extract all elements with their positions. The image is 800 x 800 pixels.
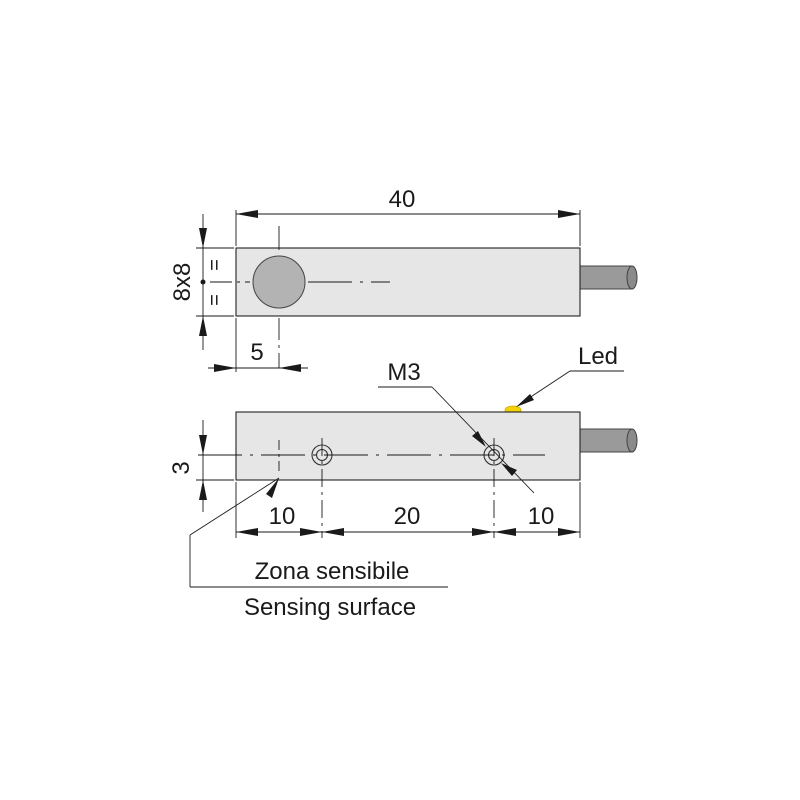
cable-side [579, 428, 633, 453]
cross-section-label: 8x8 [169, 263, 196, 302]
hole-height-label: 3 [168, 461, 195, 474]
hole-offset-left-label: 10 [269, 503, 296, 530]
arrow-down-icon [199, 228, 207, 248]
cable-top [579, 265, 633, 290]
thread-label: M3 [387, 359, 420, 386]
sensor-body-side [235, 411, 581, 481]
arrow-10a-right-icon [300, 528, 322, 536]
m3-leader-line [431, 386, 535, 494]
hole-spacing-label: 20 [394, 503, 421, 530]
arrow-5-right-icon [279, 364, 301, 372]
sensing-face [252, 255, 306, 309]
side-view: 3 10 20 10 M3 Led Zona sensibile Sensing… [168, 343, 638, 621]
arrow-5-left-icon [214, 364, 236, 372]
hole-offset-right-label: 10 [528, 503, 555, 530]
sensing-arrow-icon [266, 478, 279, 498]
arrow-10b-right-icon [558, 528, 580, 536]
arrow-right-icon [558, 210, 580, 218]
led-label: Led [578, 343, 618, 370]
m3-arrow-icon [472, 431, 486, 447]
offset-label: 5 [250, 339, 263, 366]
equal-mark-lower: = [204, 294, 226, 306]
arrow-20-left-icon [322, 528, 344, 536]
sensing-zone-label-en: Sensing surface [244, 594, 416, 621]
midpoint-dot [200, 279, 206, 285]
arrow-10b-left-icon [494, 528, 516, 536]
equal-mark-upper: = [204, 259, 226, 271]
arrow-up-icon [199, 316, 207, 336]
arrow-3-down-icon [199, 435, 207, 455]
led-arrow-icon [516, 394, 534, 407]
m3-arrow-lower-icon [501, 463, 517, 476]
arrow-3-up-icon [199, 480, 207, 500]
sensing-leader-diagonal [189, 477, 280, 536]
length-label: 40 [389, 186, 416, 213]
cable-end-side [626, 428, 638, 453]
sensing-zone-label-it: Zona sensibile [255, 558, 410, 585]
top-view: 40 8x8 = = 5 [169, 186, 638, 372]
arrow-20-right-icon [472, 528, 494, 536]
cable-end-top [626, 265, 638, 290]
arrow-left-icon [236, 210, 258, 218]
arrow-10a-left-icon [236, 528, 258, 536]
